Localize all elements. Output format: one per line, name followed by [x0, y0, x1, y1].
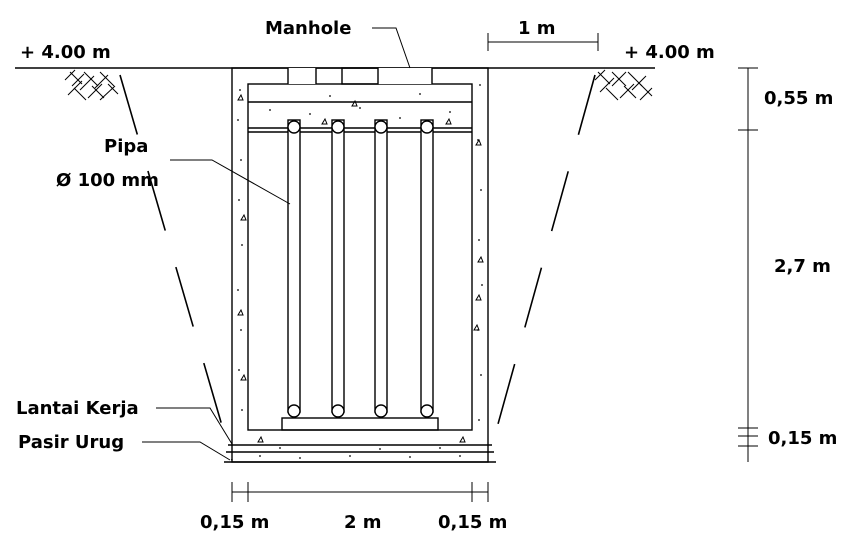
pipe	[420, 119, 434, 418]
scale-bar-label: 1 m	[518, 18, 556, 39]
pipe-diameter-label: Ø 100 mm	[56, 170, 159, 191]
manhole-label: Manhole	[265, 18, 351, 39]
dim-inner-label: 2 m	[344, 512, 382, 533]
elevation-right: + 4.00 m	[624, 42, 715, 63]
vertical-dimension	[738, 67, 758, 462]
soil-hatch-left	[64, 69, 119, 101]
dim-wall-left-label: 0,15 m	[200, 512, 269, 533]
pipe	[287, 119, 301, 418]
manhole-leader	[372, 27, 411, 69]
pipe	[331, 119, 345, 418]
lantai-kerja-leader	[156, 407, 233, 445]
dim-bottom-label: 0,15 m	[768, 428, 837, 449]
dim-wall-right-label: 0,15 m	[438, 512, 507, 533]
concrete-texture	[237, 84, 483, 459]
pipe-label: Pipa	[104, 136, 148, 157]
elevation-left: + 4.00 m	[20, 42, 111, 63]
soil-hatch-right	[594, 69, 653, 101]
dim-mid-label: 2,7 m	[774, 256, 831, 277]
aggregate-triangles	[237, 93, 484, 443]
pasir-urug-label: Pasir Urug	[18, 432, 124, 453]
pipe-support-base	[281, 417, 439, 431]
dim-top-label: 0,55 m	[764, 88, 833, 109]
manhole-openings	[287, 67, 433, 85]
pipe-leader	[170, 159, 291, 205]
horizontal-dimension	[231, 482, 489, 502]
lantai-kerja-label: Lantai Kerja	[16, 398, 139, 419]
pipe	[374, 119, 388, 418]
tank-outer-wall	[231, 67, 489, 463]
tank-inner-wall	[247, 83, 473, 431]
excavation-slope-left	[119, 74, 233, 461]
pipe-group	[287, 119, 434, 418]
excavation-slope-right	[487, 74, 596, 461]
pasir-urug-leader	[142, 441, 231, 461]
